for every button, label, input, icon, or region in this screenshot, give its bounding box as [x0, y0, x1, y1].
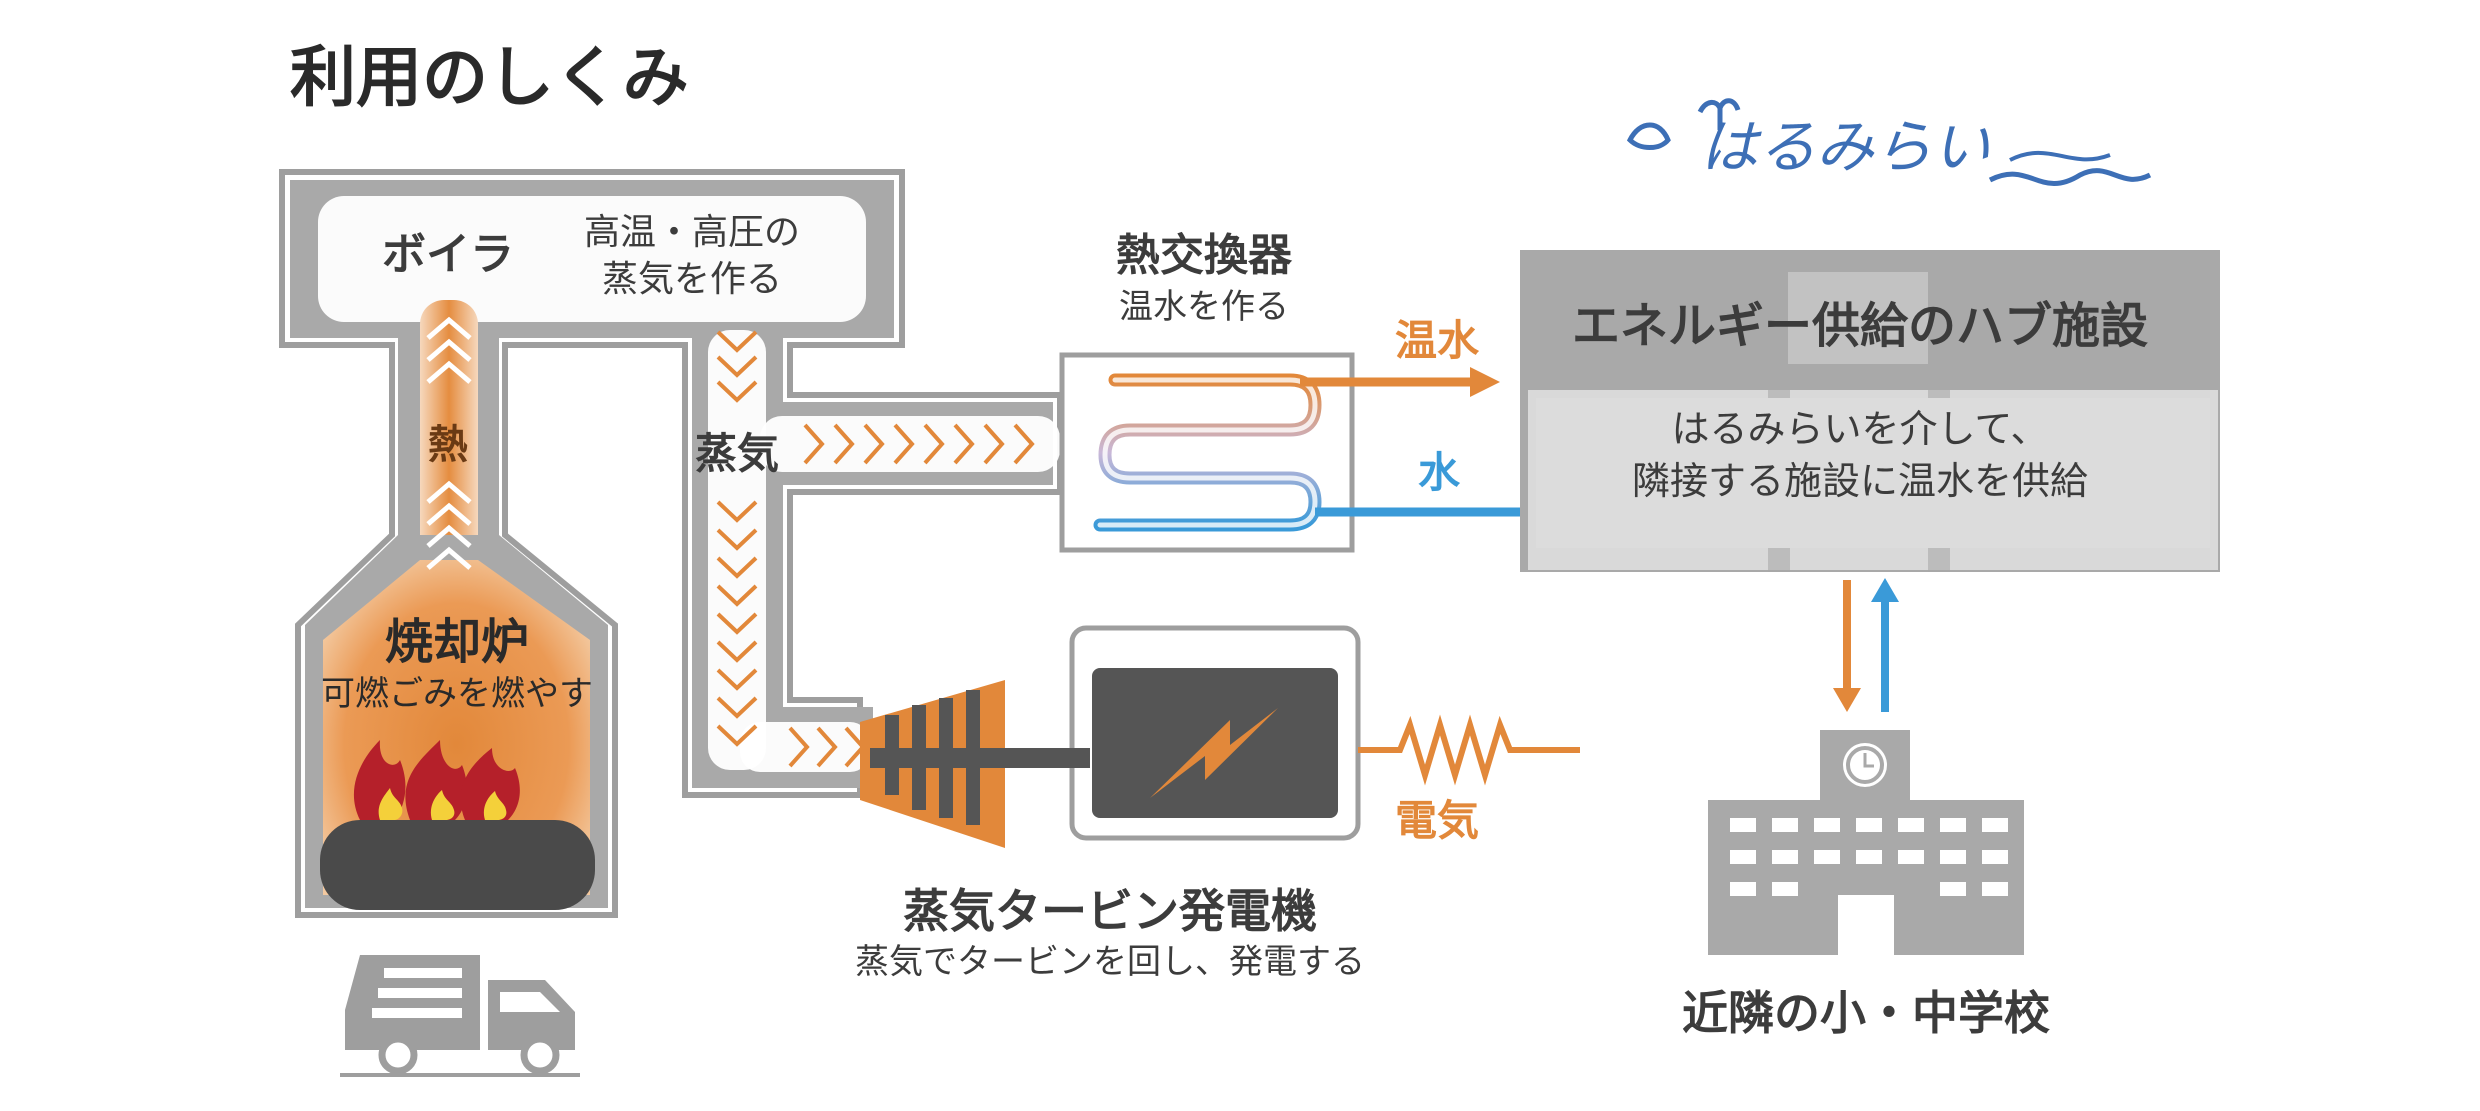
school-building-icon — [1708, 730, 2024, 955]
turbine-desc: 蒸気でタービンを回し、発電する — [855, 942, 1365, 982]
lightning-icon — [1150, 708, 1278, 798]
electricity-coil — [1358, 714, 1580, 786]
hub-desc-line2: 隣接する施設に温水を供給 — [1631, 459, 2089, 503]
boiler-desc-line2: 蒸気を作る — [601, 259, 783, 300]
hub-desc-line1: はるみらいを介して、 — [1671, 407, 2049, 451]
school-label: 近隣の小・中学校 — [1682, 986, 2050, 1040]
water-label: 水 — [1418, 448, 1461, 497]
steam-label: 蒸気 — [695, 429, 780, 478]
logo-text: はるみらい — [1700, 113, 1991, 181]
heat-chevrons — [426, 316, 472, 570]
heat-exchanger-desc: 温水を作る — [1119, 287, 1289, 327]
steam-chevrons-down — [716, 330, 758, 747]
incinerator-label: 焼却炉 — [384, 614, 530, 670]
steam-chevrons-right-upper — [803, 423, 1035, 465]
boiler-desc-line1: 高温・高圧の — [583, 212, 801, 253]
harumirai-logo — [1626, 98, 2152, 187]
hub-facility — [1520, 250, 2220, 572]
garbage-truck-icon — [340, 955, 580, 1077]
hot-water-label: 温水 — [1395, 316, 1480, 365]
turbine-label: 蒸気タービン発電機 — [903, 884, 1317, 938]
turbine-generator — [860, 625, 1580, 848]
heat-label: 熱 — [428, 422, 468, 468]
page-title: 利用のしくみ — [290, 39, 689, 116]
hub-label: エネルギー供給のハブ施設 — [1571, 298, 2149, 354]
heat-exchanger-label: 熱交換器 — [1116, 230, 1292, 281]
waste-pile — [320, 820, 595, 910]
incinerator-desc: 可燃ごみを燃やす — [321, 674, 593, 714]
boiler-label: ボイラ — [382, 229, 514, 280]
fire-icon — [353, 740, 520, 820]
heat-exchanger — [1059, 352, 1355, 553]
electricity-label: 電気 — [1395, 796, 1480, 845]
